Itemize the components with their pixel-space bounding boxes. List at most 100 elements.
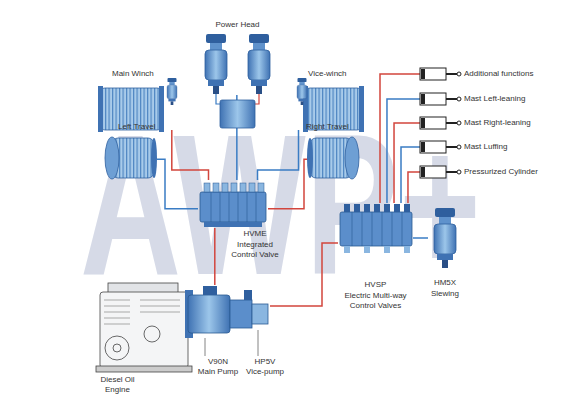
- illustration-part: [404, 246, 410, 253]
- hydraulic-line: [270, 243, 338, 306]
- vice-winch-drum: [297, 78, 364, 132]
- illustration-part: [222, 183, 228, 192]
- illustration-part: [205, 34, 227, 94]
- illustration-part: [364, 246, 370, 253]
- illustration-part: [446, 171, 457, 173]
- right-travel-motor: [307, 137, 359, 179]
- illustration-part: [404, 204, 410, 212]
- illustration-part: [307, 138, 313, 178]
- illustration-part: [421, 94, 425, 104]
- hydraulic-line: [172, 130, 209, 180]
- hydraulic-line: [268, 159, 308, 209]
- component-box: HP5VVice-pump: [242, 288, 270, 333]
- illustration-part: [205, 338, 206, 356]
- illustration-part: [216, 94, 220, 104]
- component-label: Power Head: [195, 20, 280, 30]
- component-box: V90NMain Pump: [195, 285, 240, 340]
- illustration-part: [240, 183, 246, 192]
- hvme-valve-block: [200, 183, 266, 227]
- hydraulic-line: [157, 159, 198, 209]
- illustration-part: [200, 192, 266, 222]
- illustration-part: [113, 344, 121, 352]
- main-winch-drum: [98, 78, 177, 132]
- power-head-motors: [205, 34, 270, 104]
- component-label: Main Winch: [112, 69, 154, 79]
- component-label: Diesel Oil Engine: [95, 375, 140, 395]
- illustration-part: [384, 204, 390, 212]
- pumps: [185, 286, 268, 338]
- illustration-part: [96, 366, 192, 372]
- illustration-part: [252, 304, 268, 324]
- illustration-part: [374, 204, 380, 212]
- illustration-part: [446, 73, 457, 75]
- illustration-part: [203, 286, 217, 295]
- illustration-part: [167, 78, 177, 105]
- illustration-part: [231, 183, 237, 192]
- component-label: Mast Left-leaning: [464, 94, 525, 104]
- diesel-engine: [96, 283, 192, 372]
- illustration-part: [457, 170, 461, 174]
- component-box: Mast Right-leaning: [420, 116, 460, 130]
- illustration-part: [354, 204, 360, 212]
- illustration-part: [159, 86, 164, 132]
- illustration-part: [421, 118, 425, 128]
- illustration-part: [151, 138, 157, 178]
- illustration-part: [105, 137, 119, 179]
- illustration-part: [457, 72, 461, 76]
- illustration-part: [100, 292, 188, 368]
- component-label: HP5V: [244, 357, 286, 367]
- illustration-part: [144, 326, 160, 342]
- illustration-part: [420, 141, 446, 153]
- illustration-part: [204, 183, 210, 192]
- illustration-part: [434, 208, 456, 268]
- illustration-part: [420, 93, 446, 105]
- illustration-part: [421, 69, 425, 79]
- illustration-part: [420, 166, 461, 178]
- illustration-part: [345, 137, 359, 179]
- component-label: Main Pump: [195, 367, 241, 377]
- component-label: Vice-pump: [242, 367, 288, 377]
- component-label: Slewing: [423, 289, 467, 299]
- component-label: Vice-winch: [308, 69, 347, 79]
- illustration-part: [457, 145, 461, 149]
- hydraulic-line: [214, 228, 216, 285]
- illustration-part: [204, 222, 262, 227]
- hydraulic-cylinders: [420, 68, 461, 178]
- illustration-part: [244, 290, 252, 300]
- illustration-part: [344, 246, 350, 253]
- illustration-part: [98, 86, 103, 132]
- illustration-part: [446, 98, 457, 100]
- hydraulic-line: [258, 130, 299, 180]
- component-box: Mast Left-leaning: [420, 92, 460, 106]
- illustration-part: [421, 167, 425, 177]
- illustration-part: [420, 68, 446, 80]
- hydraulic-line: [380, 74, 420, 203]
- illustration-part: [420, 117, 461, 129]
- hydraulic-line: [401, 147, 420, 203]
- component-label: Left Travel: [118, 122, 155, 132]
- illustration-part: [249, 183, 255, 192]
- component-box: Pressurized Cylinder: [420, 165, 460, 179]
- illustration-part: [384, 246, 390, 253]
- component-label: Mast Luffing: [464, 142, 507, 152]
- component-box: Right Travel: [308, 134, 360, 180]
- illustration-part: [420, 117, 446, 129]
- illustration-part: [258, 183, 264, 192]
- illustration-part: [420, 141, 461, 153]
- illustration-part: [255, 94, 259, 104]
- hydraulic-line: [394, 123, 420, 203]
- component-box: Mast Luffing: [420, 140, 460, 154]
- component-box: HM5XSlewing: [428, 208, 462, 266]
- illustration-part: [344, 204, 350, 212]
- watermark: AWP+: [80, 105, 481, 305]
- illustration-part: [420, 68, 461, 80]
- component-label: Additional functions: [464, 69, 533, 79]
- component-label: Mast Right-leaning: [464, 118, 531, 128]
- component-label: V90N: [197, 357, 239, 367]
- illustration-part: [364, 204, 370, 212]
- illustration-part: [105, 336, 129, 360]
- component-label: Right Travel: [306, 122, 349, 132]
